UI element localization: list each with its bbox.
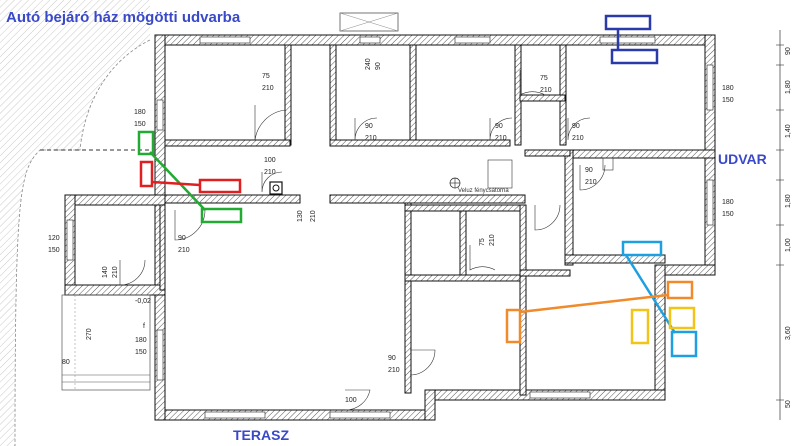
svg-text:f: f: [143, 323, 145, 330]
svg-text:75: 75: [540, 75, 548, 82]
svg-text:90: 90: [375, 62, 382, 70]
svg-text:150: 150: [722, 97, 734, 104]
svg-text:180: 180: [722, 199, 734, 206]
porch-outline: [61, 294, 151, 391]
left-ground-curve: [14, 39, 151, 446]
svg-text:100: 100: [345, 397, 357, 404]
svg-text:75: 75: [262, 73, 270, 80]
svg-text:90: 90: [585, 167, 593, 174]
axis-label-6: 3,60: [785, 326, 792, 340]
svg-text:210: 210: [112, 266, 119, 278]
svg-text:150: 150: [135, 349, 147, 356]
axis-label-3: 1,40: [785, 124, 792, 138]
left-ground-area: [0, 0, 150, 446]
chimney: [269, 181, 283, 195]
svg-text:210: 210: [310, 210, 317, 222]
svg-text:80: 80: [62, 359, 70, 366]
yellow-box-left: [630, 308, 650, 345]
axis-label-4: 1,80: [785, 194, 792, 208]
axis-label-5: 1,00: [785, 238, 792, 252]
svg-text:210: 210: [585, 179, 597, 186]
corridor-box: [487, 159, 513, 189]
axis-label-1: 90: [785, 47, 792, 55]
svg-text:90: 90: [178, 235, 186, 242]
svg-text:180: 180: [135, 337, 147, 344]
yellow-box-right: [668, 306, 696, 330]
darkblue-box-bottom: [610, 48, 659, 65]
label-bottom: TERASZ: [233, 427, 289, 443]
svg-text:210: 210: [178, 247, 190, 254]
svg-text:180: 180: [134, 109, 146, 116]
svg-text:210: 210: [489, 234, 496, 246]
svg-text:180: 180: [722, 85, 734, 92]
label-right: UDVAR: [718, 151, 767, 167]
red-box-window: [139, 160, 154, 188]
svg-text:210: 210: [572, 135, 584, 142]
svg-text:75: 75: [479, 238, 486, 246]
svg-text:150: 150: [134, 121, 146, 128]
svg-text:150: 150: [48, 247, 60, 254]
svg-text:90: 90: [365, 123, 373, 130]
vent-label: Veluz fénycsatorna: [458, 188, 509, 194]
svg-text:-0,02: -0,02: [135, 298, 151, 305]
svg-text:210: 210: [365, 135, 377, 142]
svg-text:140: 140: [102, 266, 109, 278]
svg-text:210: 210: [495, 135, 507, 142]
green-box-window: [137, 130, 155, 156]
svg-text:90: 90: [572, 123, 580, 130]
svg-text:210: 210: [264, 169, 276, 176]
svg-text:90: 90: [388, 355, 396, 362]
label-top: Autó bejáró ház mögötti udvarba: [6, 9, 241, 26]
door-swings: [119, 70, 606, 411]
orange-box-wall: [505, 308, 522, 344]
annotation-markers: [137, 14, 698, 358]
darkblue-box-top: [604, 14, 652, 31]
green-box-label: [200, 207, 243, 224]
svg-text:100: 100: [264, 157, 276, 164]
svg-text:130: 130: [297, 210, 304, 222]
inner-walls: [159, 44, 666, 396]
axis-label-2: 1,80: [785, 80, 792, 94]
top-windows: [66, 36, 714, 419]
svg-text:210: 210: [262, 85, 274, 92]
svg-text:210: 210: [540, 87, 552, 94]
right-axis-ticks: [776, 44, 784, 401]
top-gate: [339, 12, 399, 32]
svg-text:120: 120: [48, 235, 60, 242]
orange-box-label: [666, 280, 694, 300]
svg-text:270: 270: [86, 328, 93, 340]
svg-text:240: 240: [365, 58, 372, 70]
svg-text:150: 150: [722, 211, 734, 218]
svg-text:210: 210: [388, 367, 400, 374]
cyan-box-window: [621, 240, 663, 257]
dimension-labels: 75 210 240 90 75 210 180 150 100 210 120…: [48, 58, 734, 404]
svg-text:90: 90: [495, 123, 503, 130]
red-box-label: [198, 178, 242, 194]
axis-label-7: 50: [785, 400, 792, 408]
cyan-box-label: [670, 330, 698, 358]
